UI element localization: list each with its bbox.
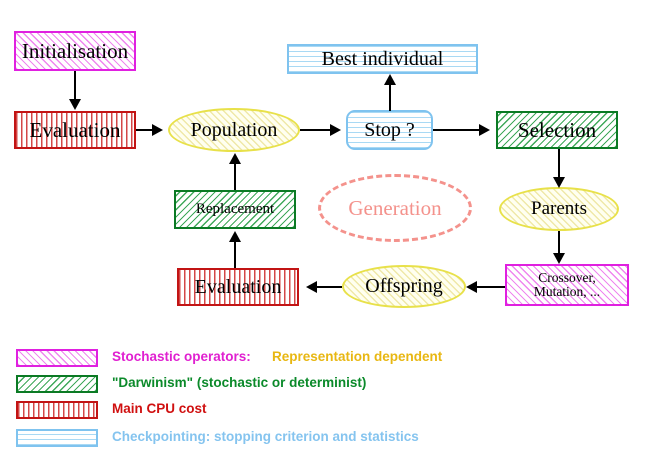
legend-label-checkpointing: Checkpointing: stopping criterion and st…: [112, 429, 419, 444]
arrowhead-offspring-to-evaluation: [306, 281, 317, 293]
arrowhead-population-to-stop: [330, 124, 341, 136]
node-selection[interactable]: Selection: [496, 111, 618, 149]
edge-crossover-to-offspring: [476, 286, 505, 288]
node-crossover-mutation[interactable]: Crossover, Mutation, ...: [505, 264, 629, 306]
node-stop-label: Stop ?: [364, 118, 415, 141]
edge-evaluation-to-replacement: [234, 240, 236, 268]
node-best-individual-label: Best individual: [321, 47, 444, 70]
legend-swatch-checkpointing: [16, 429, 98, 447]
node-selection-label: Selection: [517, 117, 597, 142]
edge-offspring-to-evaluation: [316, 286, 342, 288]
legend-label-darwinism-text: "Darwinism" (stochastic or determinist): [112, 375, 367, 390]
node-initialisation-label: Initialisation: [21, 38, 129, 63]
edge-population-to-stop: [300, 129, 332, 131]
arrowhead-stop-to-selection: [479, 124, 490, 136]
node-offspring-label: Offspring: [365, 275, 443, 297]
node-evaluation-top[interactable]: Evaluation: [14, 111, 136, 149]
node-evaluation-bottom[interactable]: Evaluation: [177, 268, 299, 306]
legend-swatch-darwinism: [16, 375, 98, 393]
node-population[interactable]: Population: [168, 108, 300, 152]
node-best-individual[interactable]: Best individual: [287, 44, 478, 74]
legend-label-checkpointing-text: Checkpointing: stopping criterion and st…: [112, 429, 419, 444]
arrowhead-replacement-to-population: [229, 153, 241, 164]
arrowhead-selection-to-parents: [553, 177, 565, 188]
node-offspring[interactable]: Offspring: [342, 265, 466, 308]
edge-selection-to-parents: [558, 149, 560, 179]
node-replacement[interactable]: Replacement: [174, 190, 296, 229]
arrowhead-evaluation-to-replacement: [229, 231, 241, 242]
edge-evaluation-to-population: [136, 129, 154, 131]
node-parents[interactable]: Parents: [499, 187, 619, 231]
legend-label-darwinism: "Darwinism" (stochastic or determinist): [112, 375, 366, 390]
node-replacement-label: Replacement: [195, 200, 275, 217]
arrowhead-parents-to-crossover: [553, 253, 565, 264]
legend-swatch-stochastic-operators: [16, 349, 98, 367]
node-initialisation[interactable]: Initialisation: [14, 31, 136, 71]
legend-label-representation-dependent-text: Representation dependent: [272, 349, 443, 364]
arrowhead-evaluation-to-population: [152, 124, 163, 136]
edge-parents-to-crossover: [558, 231, 560, 256]
node-evaluation-top-label: Evaluation: [29, 117, 121, 142]
legend-label-representation-dependent: Representation dependent: [272, 349, 442, 364]
node-generation-label: Generation: [348, 195, 442, 220]
legend-label-stochastic-operators-text: Stochastic operators:: [112, 349, 251, 364]
arrowhead-initialisation-to-evaluation: [69, 99, 81, 110]
edge-stop-to-selection: [433, 129, 481, 131]
node-generation: Generation: [318, 174, 472, 242]
node-crossover-mutation-label: Crossover, Mutation, ...: [533, 269, 601, 299]
arrowhead-stop-to-best-individual: [384, 74, 396, 85]
node-parents-label: Parents: [531, 198, 587, 220]
legend-label-stochastic-operators: Stochastic operators:: [112, 349, 251, 364]
node-stop[interactable]: Stop ?: [346, 110, 433, 150]
legend-swatch-main-cpu-cost: [16, 401, 98, 419]
node-evaluation-bottom-label: Evaluation: [194, 275, 282, 298]
edge-initialisation-to-evaluation: [74, 71, 76, 101]
edge-stop-to-best-individual: [389, 84, 391, 111]
legend-label-main-cpu-cost-text: Main CPU cost: [112, 401, 207, 416]
legend-label-main-cpu-cost: Main CPU cost: [112, 401, 207, 416]
node-population-label: Population: [190, 118, 278, 141]
arrowhead-crossover-to-offspring: [466, 281, 477, 293]
edge-replacement-to-population: [234, 163, 236, 190]
